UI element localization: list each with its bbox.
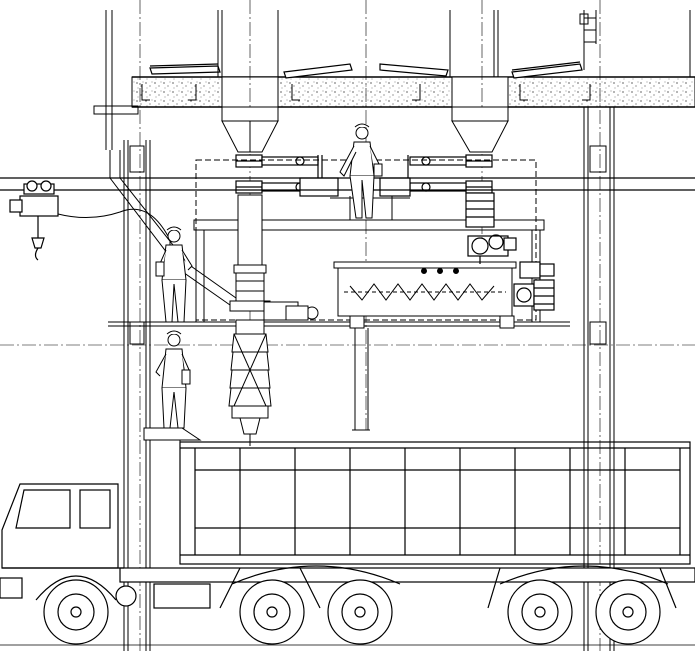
support-column-left (93, 10, 151, 651)
screw-conveyor (333, 261, 517, 329)
electric-hoist (9, 180, 59, 261)
conveyor-support-post (352, 328, 370, 431)
slide-gate-valve-left (235, 154, 339, 197)
top-grating-plates (149, 61, 583, 79)
dump-truck-wheels (43, 579, 661, 645)
gear-motor-top-right (519, 261, 555, 279)
right-feeder-drive (465, 192, 517, 264)
vertical-feeder (229, 194, 319, 321)
dump-truck-chassis (119, 567, 695, 609)
support-column-right (583, 107, 615, 651)
access-platform (108, 159, 570, 327)
discharge-hopper-right (451, 106, 509, 153)
hoist-control-cable (57, 208, 171, 265)
wheel-arches (35, 565, 669, 601)
concrete-floor-slab (131, 76, 695, 108)
discharge-hopper-left (221, 106, 279, 153)
hoist-rail (0, 177, 695, 191)
inclined-pipe (109, 150, 237, 306)
worker-middle (155, 226, 193, 323)
dump-truck-cab (0, 483, 124, 599)
upper-posts (217, 10, 691, 77)
gear-motor-right (513, 279, 555, 311)
dump-truck-body (179, 441, 691, 565)
worker-lower (155, 330, 191, 429)
worker-top (339, 123, 383, 219)
telescopic-loading-chute (228, 319, 272, 446)
